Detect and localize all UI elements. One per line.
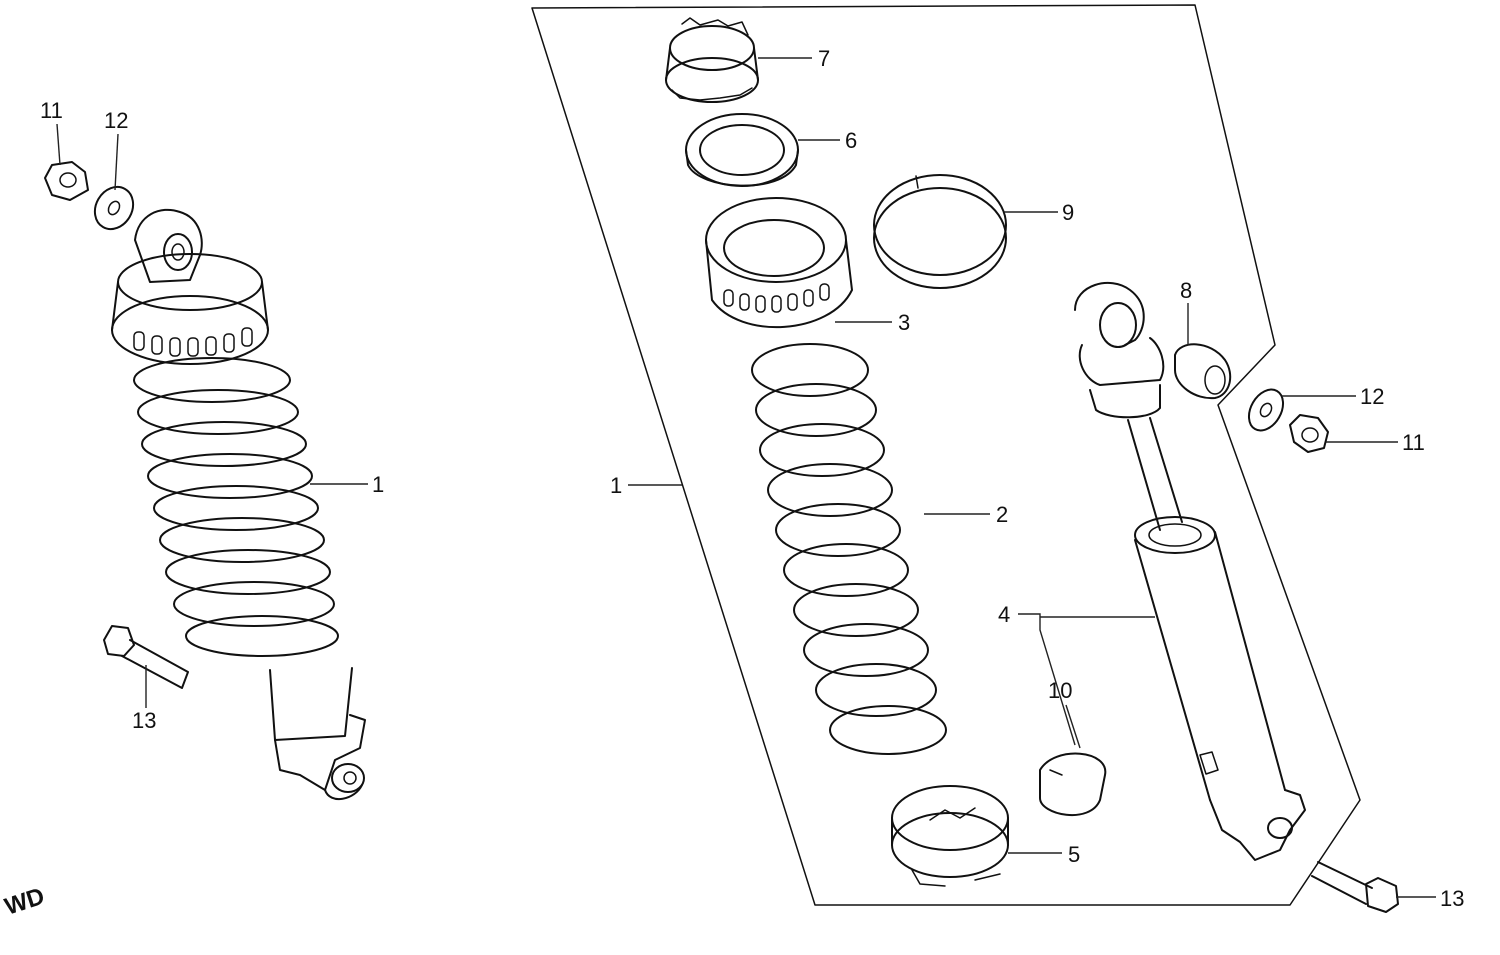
assembled-leaders bbox=[56, 123, 368, 708]
assembled-top-eye bbox=[134, 208, 203, 283]
label-exploded-6: 6 bbox=[845, 128, 857, 153]
exploded-leaders bbox=[628, 57, 1436, 898]
label-assembled-1: 1 bbox=[372, 472, 384, 497]
label-exploded-12: 12 bbox=[1360, 384, 1384, 409]
label-exploded-13: 13 bbox=[1440, 886, 1464, 911]
assembled-spring bbox=[133, 357, 339, 657]
part-ring bbox=[685, 113, 799, 187]
corner-text: WD bbox=[2, 883, 48, 921]
assembled-lower-body bbox=[269, 667, 366, 800]
part-washer bbox=[1247, 388, 1285, 432]
part-upper-seat bbox=[705, 197, 853, 329]
part-bushing bbox=[1174, 343, 1232, 400]
assembled-cap-nut bbox=[44, 161, 89, 201]
part-stopper bbox=[665, 17, 759, 103]
label-assembled-12: 12 bbox=[104, 108, 128, 133]
label-assembled-11: 11 bbox=[40, 98, 63, 123]
label-exploded-11: 11 bbox=[1402, 430, 1425, 455]
label-exploded-4: 4 bbox=[998, 602, 1010, 627]
label-exploded-7: 7 bbox=[818, 46, 830, 71]
assembled-washer bbox=[93, 185, 135, 231]
part-band bbox=[873, 174, 1007, 289]
assembled-upper-seat bbox=[111, 253, 269, 365]
part-lower-seat bbox=[891, 785, 1009, 887]
label-exploded-8: 8 bbox=[1180, 278, 1192, 303]
label-exploded-3: 3 bbox=[898, 310, 910, 335]
label-exploded-2: 2 bbox=[996, 502, 1008, 527]
label-assembled-13: 13 bbox=[132, 708, 156, 733]
exploded-group-outline bbox=[531, 4, 1361, 906]
label-exploded-1: 1 bbox=[610, 473, 622, 498]
label-exploded-5: 5 bbox=[1068, 842, 1080, 867]
assembled-shock: 1 11 12 13 bbox=[40, 98, 384, 800]
label-exploded-10: 10 bbox=[1048, 678, 1072, 703]
part-cap-nut bbox=[1289, 414, 1329, 453]
part-collar bbox=[1039, 752, 1107, 816]
part-damper bbox=[1074, 281, 1306, 861]
assembled-bolt bbox=[103, 625, 189, 689]
exploded-view: 7 6 9 3 8 12 11 1 2 4 10 5 13 bbox=[531, 4, 1464, 913]
part-spring bbox=[751, 343, 947, 755]
part-bolt bbox=[1311, 861, 1399, 913]
label-exploded-9: 9 bbox=[1062, 200, 1074, 225]
